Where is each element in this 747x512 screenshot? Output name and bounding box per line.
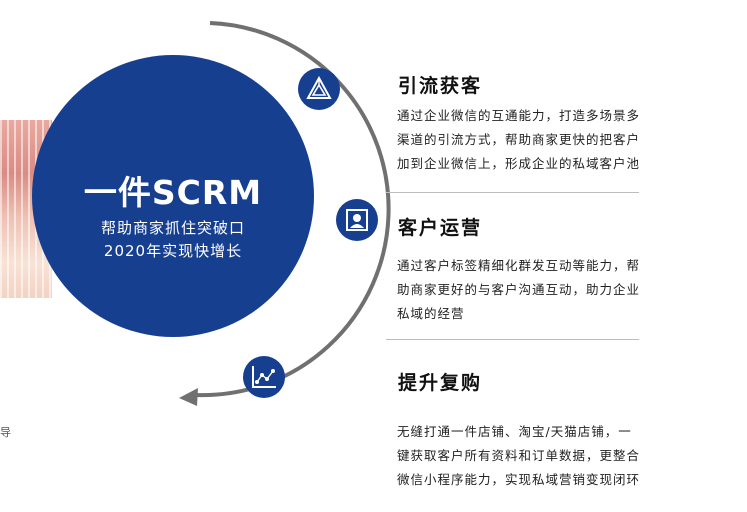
- feature-title-acquisition: 引流获客: [398, 75, 483, 97]
- description-line: 微信小程序能力，实现私域营销变现闭环: [397, 472, 641, 487]
- description-line: 键获取客户所有资料和订单数据，更整合: [397, 448, 641, 463]
- description-line: 私域的经营: [397, 306, 465, 321]
- description-line: 通过客户标签精细化群发互动等能力，帮: [397, 258, 641, 273]
- feature-title-repurchase: 提升复购: [398, 372, 483, 394]
- hub-title: 一件SCRM: [83, 173, 263, 212]
- stray-text-fragment: 导: [0, 426, 11, 439]
- feature-title-operation: 客户运营: [398, 217, 483, 239]
- description-line: 通过企业微信的互通能力，打造多场景多: [397, 108, 641, 123]
- user-profile-icon: [336, 199, 378, 241]
- arc-arrowhead: [179, 388, 198, 406]
- scatter-chart-icon: [243, 356, 285, 398]
- feature-description-operation: 通过客户标签精细化群发互动等能力，帮 助商家更好的与客户沟通互动，助力企业 私域…: [397, 254, 727, 326]
- hub-circle: [32, 55, 314, 337]
- section-divider: [386, 192, 639, 193]
- description-line: 渠道的引流方式，帮助商家更快的把客户: [397, 132, 641, 147]
- triangle-network-icon: [298, 68, 340, 110]
- hub-subtitle-line2: 2020年实现快增长: [103, 242, 243, 260]
- feature-description-repurchase: 无缝打通一件店铺、淘宝/天猫店铺，一 键获取客户所有资料和订单数据，更整合 微信…: [397, 420, 727, 492]
- feature-description-acquisition: 通过企业微信的互通能力，打造多场景多 渠道的引流方式，帮助商家更快的把客户 加到…: [397, 104, 727, 176]
- description-line: 助商家更好的与客户沟通互动，助力企业: [397, 282, 641, 297]
- section-divider: [386, 339, 639, 340]
- description-line: 加到企业微信上，形成企业的私域客户池: [397, 156, 641, 171]
- hub-subtitle-line1: 帮助商家抓住突破口: [100, 219, 245, 237]
- description-line: 无缝打通一件店铺、淘宝/天猫店铺，一: [397, 424, 632, 439]
